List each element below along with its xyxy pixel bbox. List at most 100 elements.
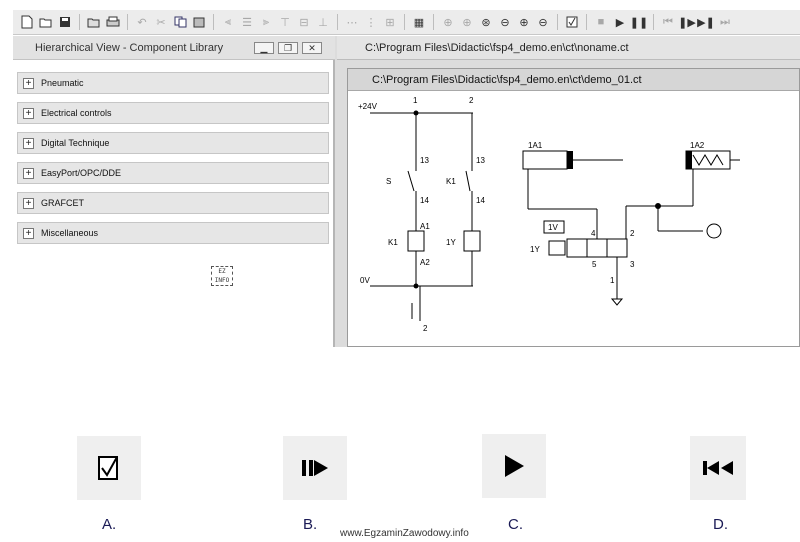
category-grafcet[interactable]: + GRAFCET bbox=[17, 192, 329, 214]
step-end-icon[interactable]: ▶❚ bbox=[697, 16, 715, 29]
port-1-label: 1 bbox=[610, 276, 615, 285]
category-digital-technique[interactable]: + Digital Technique bbox=[17, 132, 329, 154]
restore-button[interactable]: ❐ bbox=[278, 42, 298, 54]
rewind-icon[interactable]: ⏮ bbox=[663, 15, 673, 28]
option-d-rewind-icon[interactable] bbox=[690, 436, 746, 500]
undo-icon[interactable]: ↶ bbox=[137, 16, 147, 29]
step-icon[interactable]: ❚▶ bbox=[678, 16, 696, 29]
open-folder-icon[interactable] bbox=[86, 14, 102, 30]
logo: EZ INFO bbox=[211, 266, 233, 286]
option-b-step-icon[interactable] bbox=[283, 436, 347, 500]
copy-icon[interactable] bbox=[172, 14, 188, 30]
toolbar-separator bbox=[213, 14, 214, 30]
toolbar: ↶ ✂ ⫷ ☰ ⫸ ⊤ ⊟ ⊥ ⋯ ⋮ ⊞ ▦ ⊕ ⊕ ⊛ ⊖ ⊕ ⊖ ■ ▶ … bbox=[13, 10, 800, 35]
port-2-label: 2 bbox=[630, 229, 635, 238]
expand-icon[interactable]: + bbox=[23, 168, 34, 179]
n13a-label: 13 bbox=[420, 156, 429, 165]
pause-icon[interactable]: ❚❚ bbox=[629, 16, 649, 29]
open-icon[interactable] bbox=[38, 14, 54, 30]
port-3-label: 3 bbox=[630, 260, 635, 269]
toolbar-separator bbox=[586, 14, 587, 30]
category-label: Pneumatic bbox=[41, 78, 84, 88]
y1-coil-label: 1Y bbox=[446, 238, 456, 247]
cylinder-1a2-label: 1A2 bbox=[690, 141, 705, 150]
bottom-number-label: 2 bbox=[423, 324, 428, 333]
switch-s-label: S bbox=[386, 177, 391, 186]
toolbar-separator bbox=[127, 14, 128, 30]
answer-c-label: C. bbox=[508, 516, 523, 533]
app-area: Hierarchical View - Component Library ▁ … bbox=[13, 36, 800, 347]
port-5-label: 5 bbox=[592, 260, 597, 269]
new-icon[interactable] bbox=[19, 14, 35, 30]
answer-a-label: A. bbox=[102, 516, 117, 533]
expand-icon[interactable]: + bbox=[23, 138, 34, 149]
inner-doc-window[interactable]: C:\Program Files\Didactic\fsp4_demo.en\c… bbox=[347, 68, 800, 347]
category-label: GRAFCET bbox=[41, 198, 85, 208]
zoom-2-icon[interactable]: ⊕ bbox=[462, 16, 472, 29]
print-icon[interactable] bbox=[105, 14, 121, 30]
zoom-4-icon[interactable]: ⊖ bbox=[500, 16, 510, 29]
align-right-icon[interactable]: ⫸ bbox=[262, 15, 270, 28]
close-button[interactable]: ✕ bbox=[302, 42, 322, 54]
circuit-schematic: +24V 0V 1 2 S K1 13 14 13 14 A1 A2 K1 1Y… bbox=[358, 96, 740, 333]
zoom-in-icon[interactable]: ⊕ bbox=[519, 16, 529, 29]
toolbar-separator bbox=[653, 14, 654, 30]
answer-b-label: B. bbox=[303, 516, 318, 533]
distribute-v-icon[interactable]: ⋮ bbox=[365, 16, 377, 29]
grid-icon[interactable]: ▦ bbox=[413, 16, 425, 29]
category-pneumatic[interactable]: + Pneumatic bbox=[17, 72, 329, 94]
a2-label: A2 bbox=[420, 258, 430, 267]
valve-1v-label: 1V bbox=[548, 223, 558, 232]
zoom-1-icon[interactable]: ⊕ bbox=[443, 16, 453, 29]
cylinder-1a1-label: 1A1 bbox=[528, 141, 543, 150]
distribute-h-icon[interactable]: ⋯ bbox=[346, 16, 358, 29]
expand-icon[interactable]: + bbox=[23, 78, 34, 89]
answer-d-label: D. bbox=[713, 516, 728, 533]
group-icon[interactable]: ⊞ bbox=[385, 16, 395, 29]
library-title-bar: Hierarchical View - Component Library ▁ … bbox=[13, 36, 335, 60]
document-area: C:\Program Files\Didactic\fsp4_demo.en\c… bbox=[337, 36, 800, 347]
option-c-play-icon[interactable] bbox=[482, 434, 546, 498]
minimize-button[interactable]: ▁ bbox=[254, 42, 274, 54]
category-easyport[interactable]: + EasyPort/OPC/DDE bbox=[17, 162, 329, 184]
save-icon[interactable] bbox=[57, 14, 73, 30]
zoom-3-icon[interactable]: ⊛ bbox=[481, 16, 491, 29]
expand-icon[interactable]: + bbox=[23, 198, 34, 209]
supply-plus-label: +24V bbox=[358, 102, 378, 111]
n14b-label: 14 bbox=[476, 196, 485, 205]
inner-doc-title-bar: C:\Program Files\Didactic\fsp4_demo.en\c… bbox=[348, 69, 799, 91]
play-icon[interactable]: ▶ bbox=[615, 16, 625, 29]
k1-coil-label: K1 bbox=[388, 238, 398, 247]
k1-contact-label: K1 bbox=[446, 177, 456, 186]
valve-solenoid-label: 1Y bbox=[530, 245, 540, 254]
expand-icon[interactable]: + bbox=[23, 228, 34, 239]
n13b-label: 13 bbox=[476, 156, 485, 165]
stop-icon[interactable]: ■ bbox=[597, 16, 605, 28]
category-label: EasyPort/OPC/DDE bbox=[41, 168, 122, 178]
category-label: Miscellaneous bbox=[41, 228, 99, 238]
cut-icon[interactable]: ✂ bbox=[156, 16, 166, 29]
align-center-icon[interactable]: ☰ bbox=[242, 16, 252, 29]
align-middle-icon[interactable]: ⊟ bbox=[299, 16, 309, 29]
category-electrical-controls[interactable]: + Electrical controls bbox=[17, 102, 329, 124]
category-label: Electrical controls bbox=[41, 108, 112, 118]
outer-doc-title: C:\Program Files\Didactic\fsp4_demo.en\c… bbox=[365, 42, 629, 54]
category-label: Digital Technique bbox=[41, 138, 110, 148]
component-library-panel: Hierarchical View - Component Library ▁ … bbox=[13, 36, 335, 347]
check-icon[interactable] bbox=[564, 14, 580, 30]
align-bottom-icon[interactable]: ⊥ bbox=[318, 16, 328, 29]
inner-doc-title: C:\Program Files\Didactic\fsp4_demo.en\c… bbox=[372, 74, 642, 86]
toolbar-separator bbox=[337, 14, 338, 30]
align-top-icon[interactable]: ⊤ bbox=[280, 16, 290, 29]
option-a-check-icon[interactable] bbox=[77, 436, 141, 500]
paste-icon[interactable] bbox=[191, 14, 207, 30]
zoom-out-icon[interactable]: ⊖ bbox=[538, 16, 548, 29]
expand-icon[interactable]: + bbox=[23, 108, 34, 119]
align-left-icon[interactable]: ⫷ bbox=[224, 15, 232, 28]
toolbar-separator bbox=[79, 14, 80, 30]
category-miscellaneous[interactable]: + Miscellaneous bbox=[17, 222, 329, 244]
fast-forward-icon[interactable]: ⏭ bbox=[720, 15, 730, 28]
toolbar-separator bbox=[404, 14, 405, 30]
a1-label: A1 bbox=[420, 222, 430, 231]
